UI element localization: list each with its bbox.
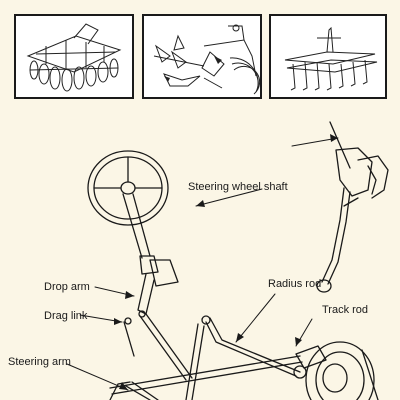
drop-arm: [137, 273, 155, 318]
steering-column: [122, 193, 179, 287]
thumbnail-disc-harrow: [14, 14, 134, 99]
thumbnail-cultivator: [269, 14, 387, 99]
track-rod: [109, 355, 303, 395]
drag-link: [123, 313, 193, 381]
label-steering-wheel-shaft: Steering wheel shaft: [188, 181, 288, 193]
label-track-rod: Track rod: [322, 304, 369, 316]
radius-rod: [201, 315, 301, 377]
disc-harrow-icon: [26, 23, 122, 92]
front-wheel: [293, 341, 379, 400]
steering-box-detail: [316, 121, 389, 293]
leader-lines: [66, 137, 339, 391]
arrowheads: [114, 134, 338, 390]
label-radius-rod: Radius rod: [268, 278, 322, 290]
steering-wheel: [87, 150, 169, 226]
steering-arm: [109, 381, 159, 400]
label-steering-arm: Steering arm: [8, 356, 71, 368]
thumbnail-tractor-plough: [142, 14, 262, 99]
label-drop-arm: Drop arm: [44, 281, 90, 293]
cultivator-icon: [284, 26, 378, 91]
steering-linkage-diagram: [66, 121, 389, 400]
tractor-plough-icon: [153, 24, 260, 95]
label-drag-link: Drag link: [44, 310, 88, 322]
